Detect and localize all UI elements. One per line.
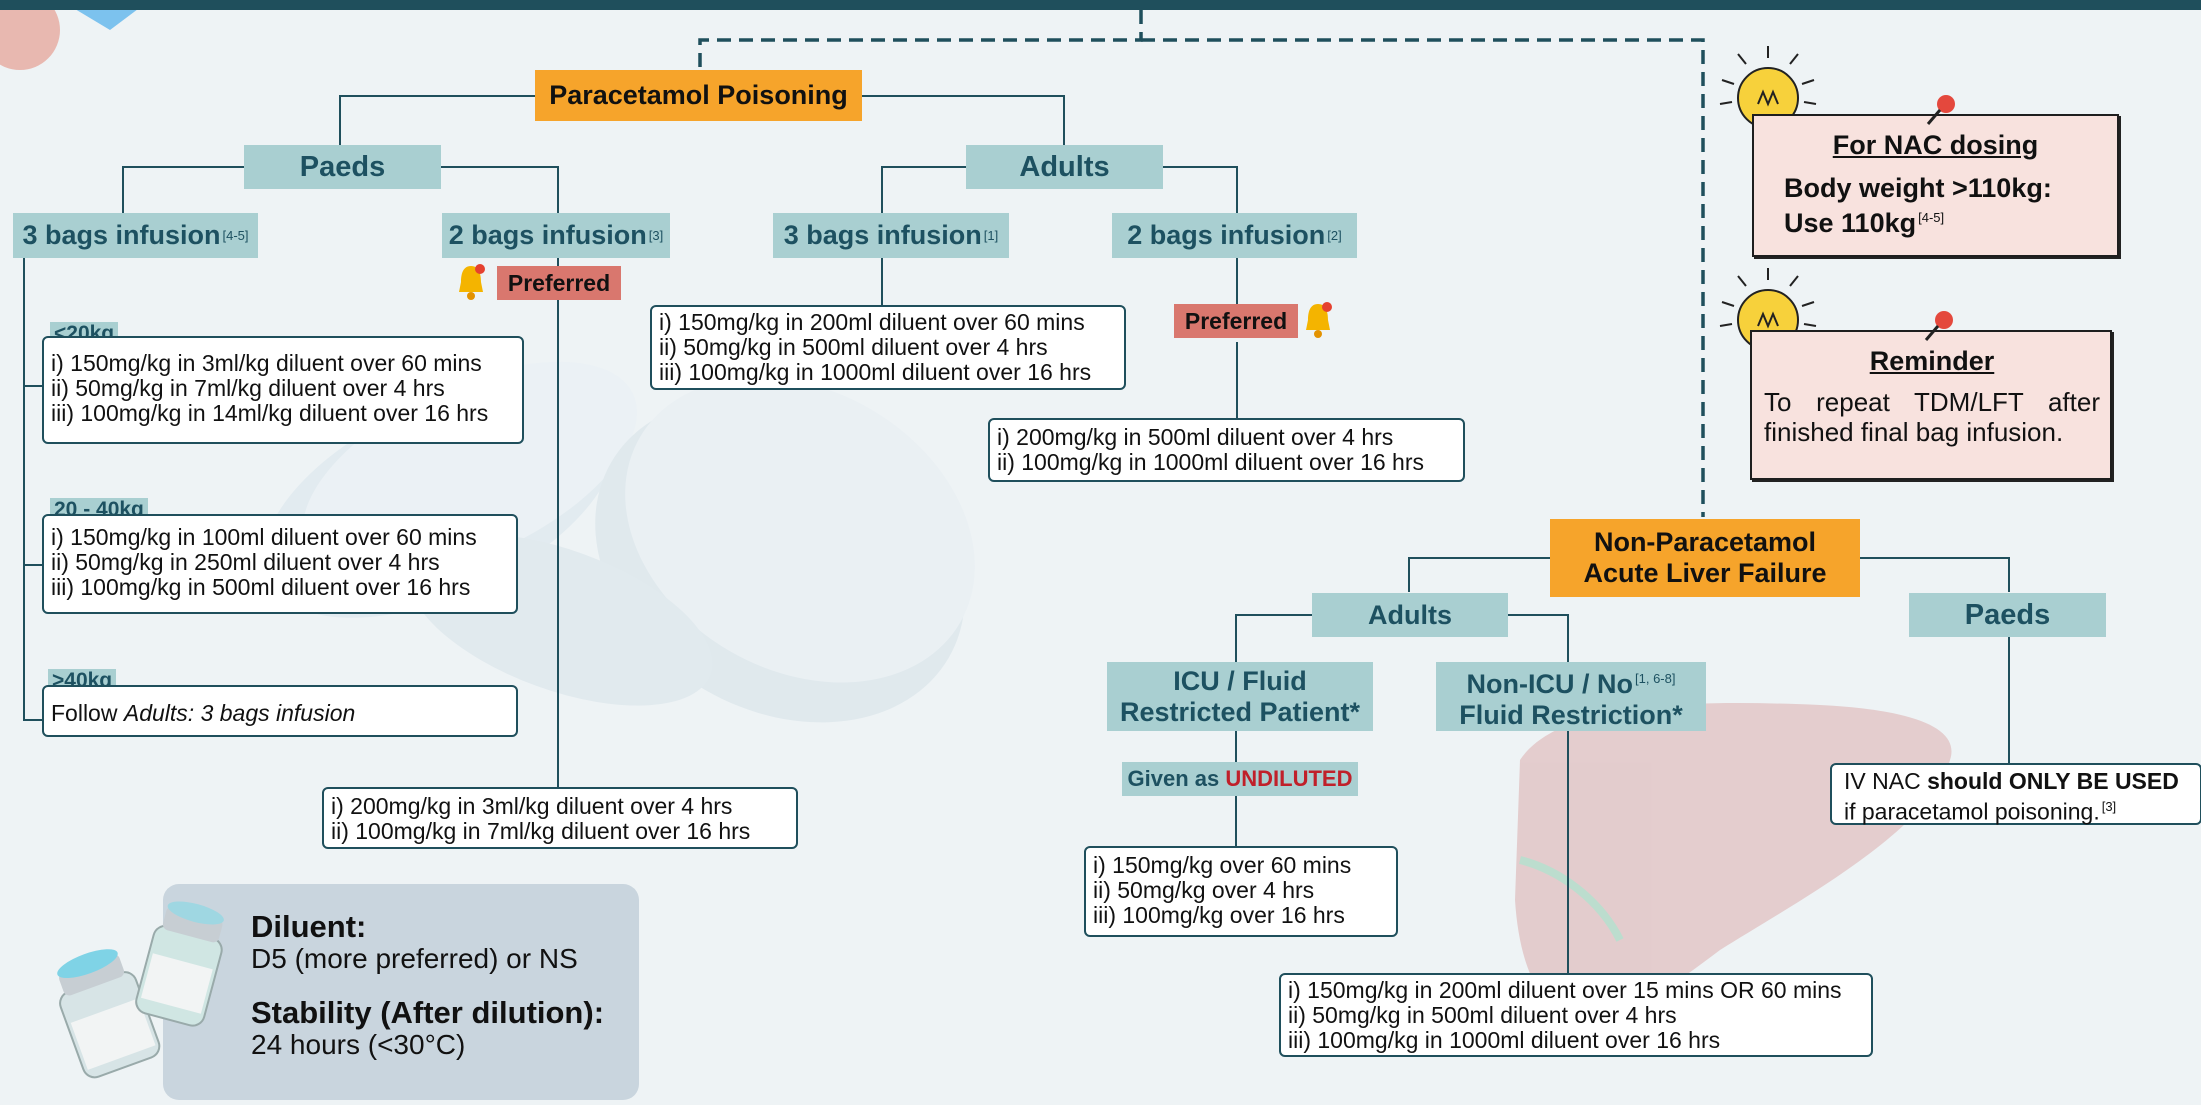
dosing-line: ii) 100mg/kg in 7ml/kg diluent over 16 h… [331,818,751,844]
nac-note-line1: Body weight >110kg: [1784,173,2052,203]
diluent-title: Diluent: [251,909,367,944]
paeds-3-bags-label: 3 bags infusion [22,220,221,250]
paracetamol-adults-header: Adults [966,145,1163,189]
non-paracetamol-adults-header: Adults [1312,593,1508,637]
paeds-2-bags-header: 2 bags infusion[3] [442,213,670,258]
dosing-line: iii) 100mg/kg in 1000ml diluent over 16 … [1288,1027,1721,1053]
adults-3-bags-ref: [1] [983,228,999,243]
vial-icon [57,901,224,1079]
adults-2-bags-ref: [2] [1327,228,1342,243]
follow-instruction: Follow Adults: 3 bags infusion [51,700,356,726]
dosing-line: ii) 100mg/kg in 1000ml diluent over 16 h… [997,449,1425,475]
paracetamol-poisoning-header: Paracetamol Poisoning [535,70,862,121]
nac-note-title: For NAC dosing [1832,130,2039,160]
paeds-nac-note-box: IV NAC should ONLY BE USED if paracetamo… [1830,763,2201,825]
non-icu-ref: [1, 6-8] [1635,670,1676,686]
non-paracetamol-alf-header: Non-Paracetamol Acute Liver Failure [1550,519,1860,597]
dosing-line: i) 200mg/kg in 3ml/kg diluent over 4 hrs [331,793,733,819]
dosing-box-adults-2-bags: i) 200mg/kg in 500ml diluent over 4 hrs … [988,418,1465,482]
adults-2-bags-label: 2 bags infusion [1127,220,1326,250]
paeds-3-bags-ref: [4-5] [222,228,249,243]
reminder-title: Reminder [1869,346,1995,376]
dosing-box-icu: i) 150mg/kg over 60 mins ii) 50mg/kg ove… [1084,846,1398,937]
dosing-line: ii) 50mg/kg in 7ml/kg diluent over 4 hrs [51,375,445,401]
dosing-line: iii) 100mg/kg in 14ml/kg diluent over 16… [51,400,489,426]
icu-line2: Restricted Patient* [1119,696,1361,727]
pushpin-icon [1924,311,1953,341]
non-icu-header: Non-ICU / No[1, 6-8] Fluid Restriction* [1436,662,1706,731]
paeds-2-bags-ref: [3] [648,228,664,243]
paracetamol-paeds-header: Paeds [244,145,441,189]
bell-icon [1306,302,1332,338]
paeds-3-bags-header: 3 bags infusion[4-5] [13,213,258,258]
corner-decoration [0,0,150,70]
icu-fluid-restricted-header: ICU / Fluid Restricted Patient* [1107,662,1373,731]
dosing-box-non-icu: i) 150mg/kg in 200ml diluent over 15 min… [1279,973,1873,1057]
nac-dosing-note: For NAC dosing Body weight >110kg: Use 1… [1752,114,2119,257]
paeds-nac-note: IV NAC should ONLY BE USED if paracetamo… [1844,768,2179,825]
dosing-line: ii) 50mg/kg in 500ml diluent over 4 hrs [1288,1002,1677,1028]
given-prefix: Given as [1127,766,1226,791]
non-paracetamol-line1: Non-Paracetamol [1593,527,1817,557]
dosing-box-adults-3-bags: i) 150mg/kg in 200ml diluent over 60 min… [650,305,1126,390]
diluent-text: D5 (more preferred) or NS [251,943,578,974]
dosing-box-under-20: i) 150mg/kg in 3ml/kg diluent over 60 mi… [42,336,524,444]
nac-note-line2-wrap: Use 110kg[4-5] [1784,208,1945,238]
dosing-line: ii) 50mg/kg over 4 hrs [1093,877,1315,903]
dosing-line: ii) 50mg/kg in 500ml diluent over 4 hrs [659,334,1048,360]
adults-3-bags-label: 3 bags infusion [783,220,982,250]
paeds-preferred-badge: Preferred [497,266,621,300]
diluent-panel: Diluent: D5 (more preferred) or NS Stabi… [163,884,639,1100]
given-undiluted-label: Given as UNDILUTED [1122,762,1358,796]
reminder-text: To repeat TDM/LFT after finished final b… [1764,387,2100,447]
follow-reference: Adults: 3 bags infusion [123,700,356,726]
dosing-line: i) 150mg/kg in 3ml/kg diluent over 60 mi… [51,350,482,376]
dosing-line: i) 150mg/kg over 60 mins [1093,852,1352,878]
dosing-line: iii) 100mg/kg in 500ml diluent over 16 h… [51,574,471,600]
dosing-line: ii) 50mg/kg in 250ml diluent over 4 hrs [51,549,440,575]
dosing-line: i) 200mg/kg in 500ml diluent over 4 hrs [997,424,1394,450]
dosing-line: iii) 100mg/kg in 1000ml diluent over 16 … [659,359,1092,385]
non-icu-line1-wrap: Non-ICU / No[1, 6-8] [1467,663,1676,700]
adults-3-bags-header: 3 bags infusion[1] [773,213,1009,258]
dosing-box-20-40: i) 150mg/kg in 100ml diluent over 60 min… [42,514,518,614]
non-paracetamol-paeds-header: Paeds [1909,593,2106,637]
dosing-line: i) 150mg/kg in 100ml diluent over 60 min… [51,524,477,550]
icu-line1: ICU / Fluid [1173,665,1307,696]
bell-icon [459,264,485,300]
stability-text: 24 hours (<30°C) [251,1029,466,1060]
dosing-box-over-40: Follow Adults: 3 bags infusion [42,685,518,737]
dosing-line: i) 150mg/kg in 200ml diluent over 60 min… [659,309,1085,335]
adults-2-bags-header: 2 bags infusion[2] [1112,213,1357,258]
top-banner [0,0,2201,10]
stability-title: Stability (After dilution): [251,995,605,1030]
paeds-2-bags-label: 2 bags infusion [448,220,647,250]
dosing-line: i) 150mg/kg in 200ml diluent over 15 min… [1288,977,1842,1003]
non-paracetamol-line2: Acute Liver Failure [1583,558,1827,588]
pushpin-icon [1926,95,1955,125]
non-icu-line1: Non-ICU / No [1466,668,1633,699]
adults-preferred-badge: Preferred [1174,304,1298,338]
reminder-note: Reminder To repeat TDM/LFT after finishe… [1750,330,2112,480]
undiluted-emphasis: UNDILUTED [1225,766,1353,791]
dosing-box-paeds-2-bags: i) 200mg/kg in 3ml/kg diluent over 4 hrs… [322,787,798,849]
dosing-line: iii) 100mg/kg over 16 hrs [1093,902,1345,928]
non-icu-line2: Fluid Restriction* [1459,699,1683,730]
